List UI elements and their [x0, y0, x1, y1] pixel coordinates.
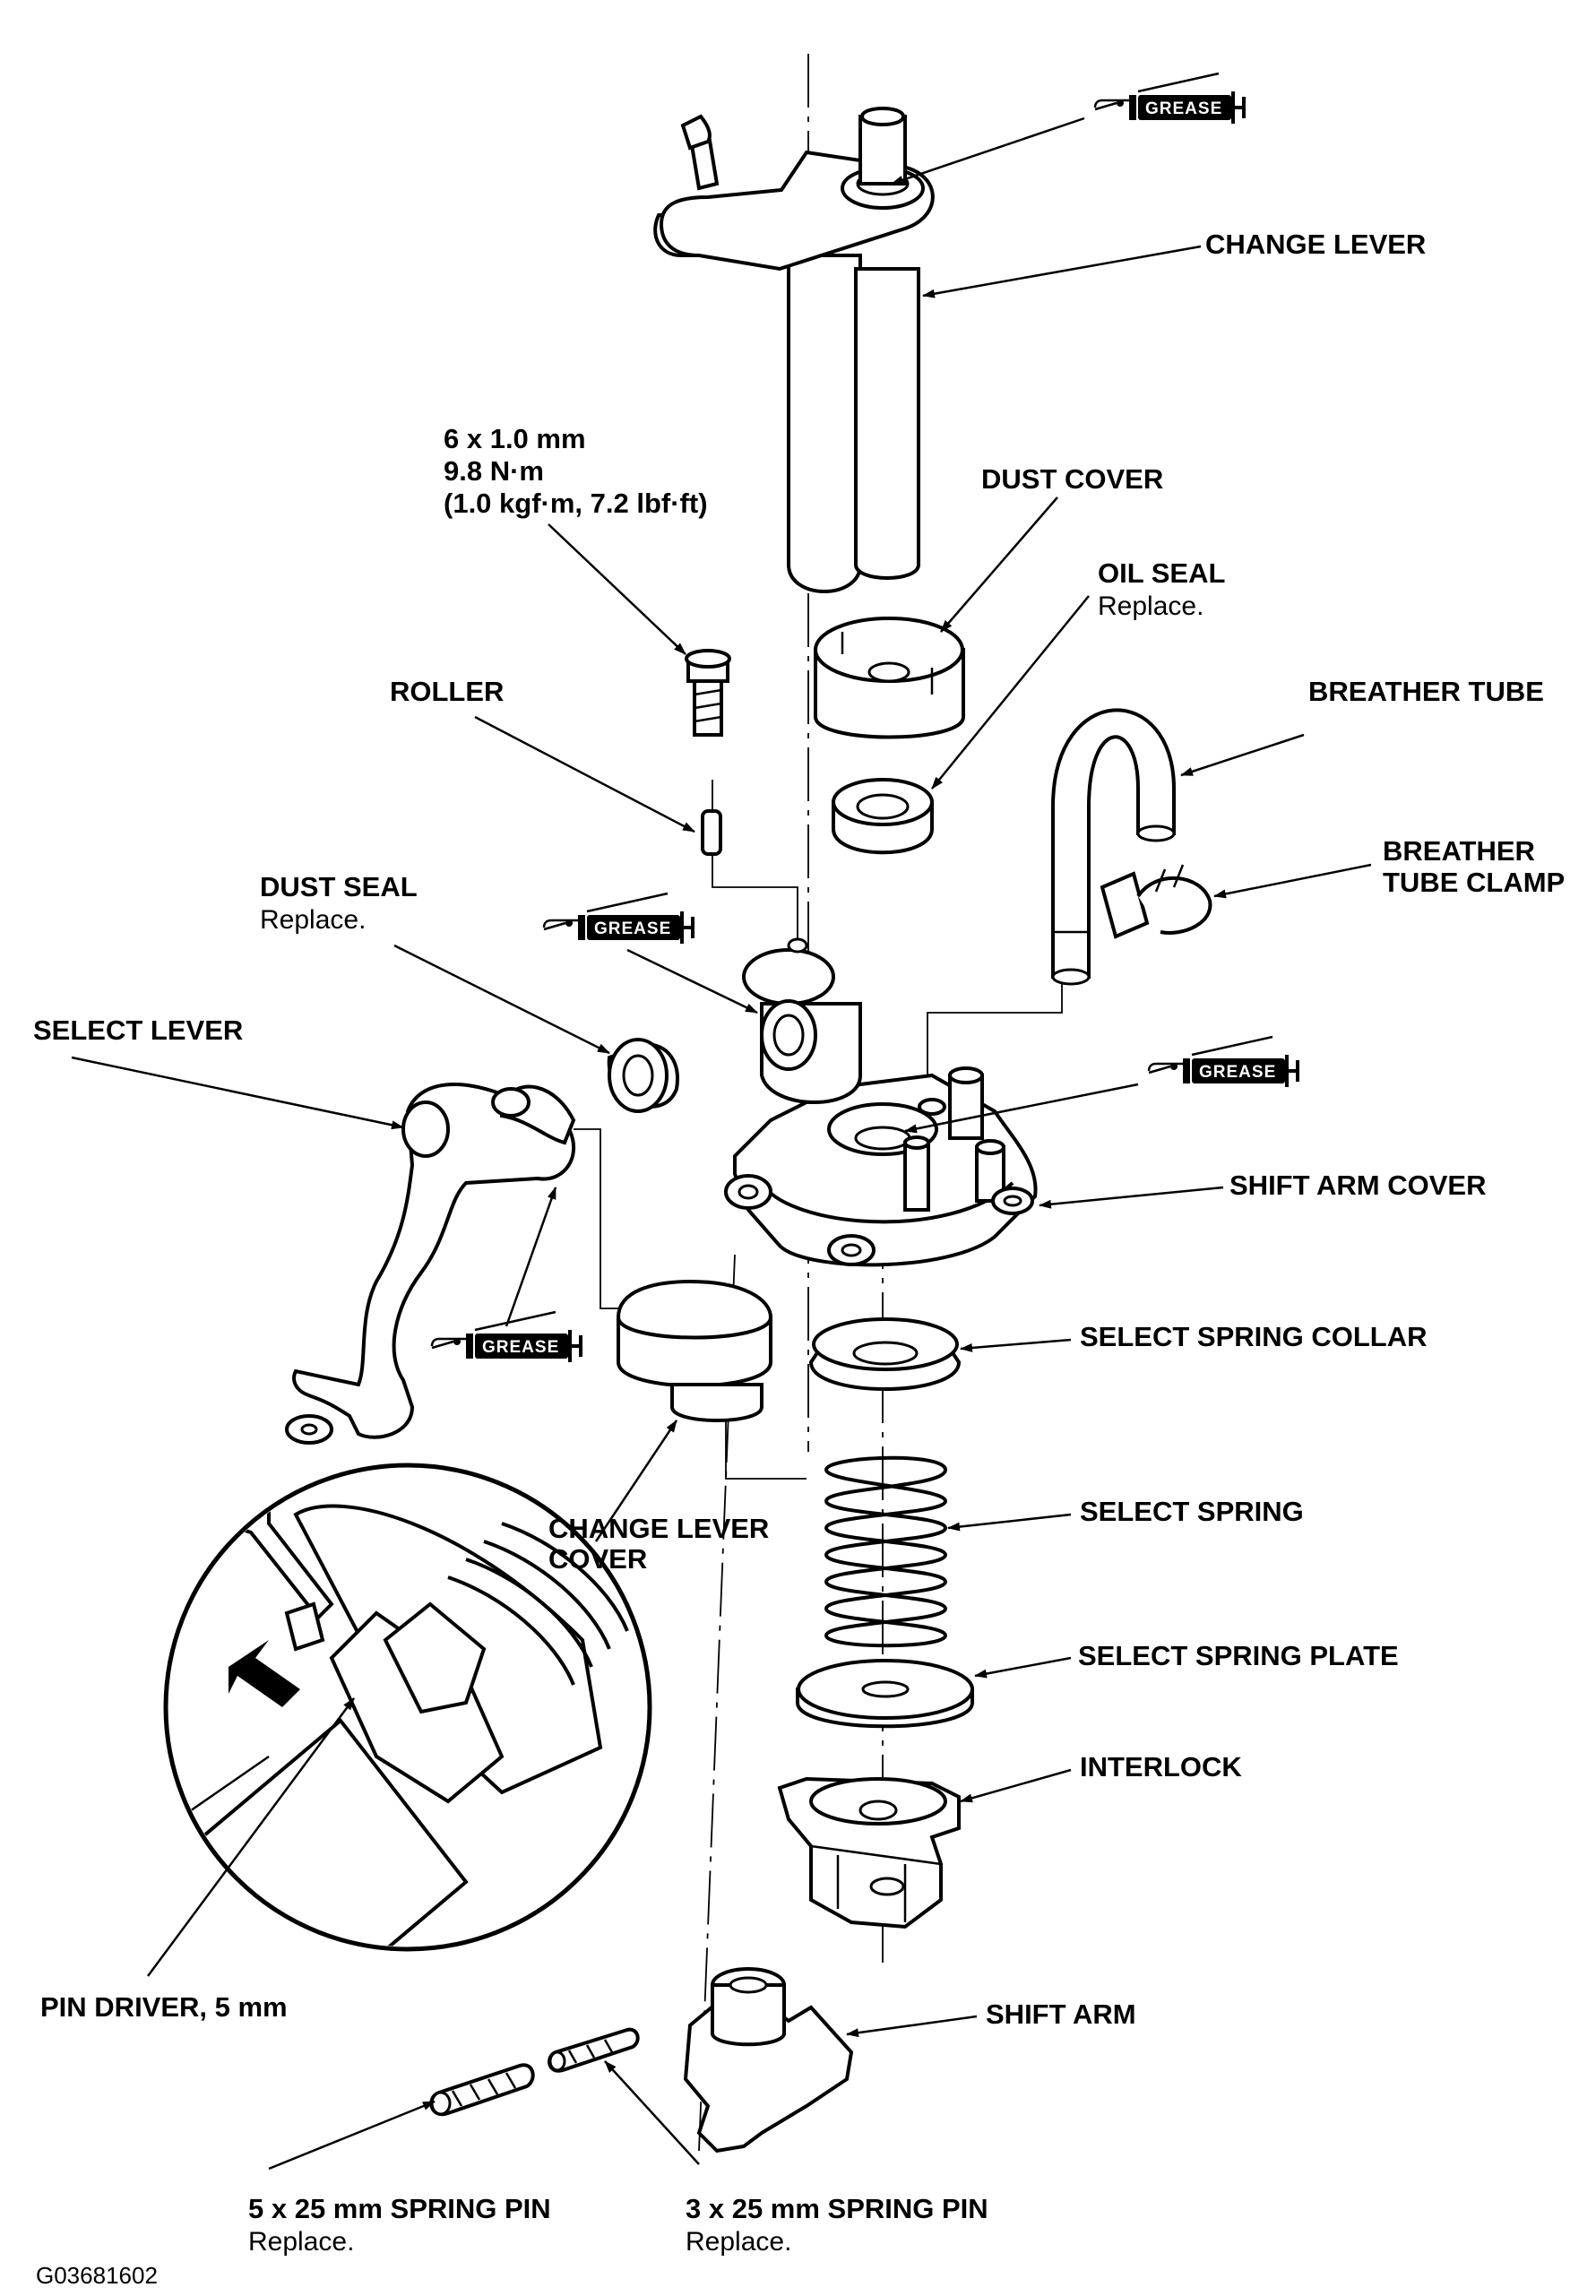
grease-tube-icon: GREASE [1093, 72, 1246, 125]
svg-text:CHANGE LEVER: CHANGE LEVER [548, 1513, 769, 1544]
oil-seal-part [832, 778, 934, 855]
svg-text:Replace.: Replace. [1098, 591, 1203, 621]
label-dust-cover: DUST COVER [981, 463, 1163, 495]
label-select-lever: SELECT LEVER [33, 1014, 243, 1046]
svg-text:BREATHER: BREATHER [1383, 835, 1535, 867]
grease-tube-icon: GREASE [430, 1310, 582, 1364]
shift-arm-cover-part [724, 937, 1038, 1267]
spring-pin-3-part [548, 2027, 640, 2073]
label-spring-pin-5: 5 x 25 mm SPRING PIN Replace. [248, 2193, 551, 2257]
label-breather-tube: BREATHER TUBE [1308, 676, 1544, 707]
svg-text:GREASE: GREASE [1145, 99, 1222, 118]
interlock-part [777, 1776, 961, 1929]
leader-lines [71, 117, 1372, 2171]
grease-tube-icon: GREASE [1147, 1035, 1299, 1089]
svg-text:(1.0 kgf·m, 7.2 lbf·ft): (1.0 kgf·m, 7.2 lbf·ft) [444, 488, 708, 519]
label-select-spring-plate: SELECT SPRING PLATE [1078, 1640, 1399, 1671]
label-interlock: INTERLOCK [1080, 1751, 1242, 1782]
change-lever-cover-part [616, 1279, 773, 1422]
svg-text:GREASE: GREASE [594, 919, 671, 938]
label-shift-arm: SHIFT ARM [986, 1998, 1136, 2030]
select-spring-plate-part [796, 1659, 974, 1729]
label-select-spring: SELECT SPRING [1080, 1496, 1304, 1527]
svg-text:Replace.: Replace. [260, 905, 366, 935]
label-shift-arm-cover: SHIFT ARM COVER [1229, 1170, 1486, 1201]
grease-tube-icon: GREASE [542, 892, 694, 945]
spring-pin-5-part [429, 2063, 535, 2117]
svg-text:GREASE: GREASE [1199, 1063, 1276, 1082]
roller-part [701, 809, 722, 856]
dust-cover-part [814, 617, 965, 739]
breather-tube-part [1051, 708, 1176, 986]
select-spring-part [824, 1455, 948, 1648]
svg-text:9.8 N·m: 9.8 N·m [444, 455, 544, 487]
label-change-lever-cover: CHANGE LEVER COVER [548, 1513, 769, 1575]
svg-text:5 x 25 mm SPRING PIN: 5 x 25 mm SPRING PIN [248, 2193, 551, 2224]
svg-text:OIL SEAL: OIL SEAL [1098, 557, 1225, 589]
select-spring-collar-part [808, 1317, 962, 1391]
label-dust-seal: DUST SEAL Replace. [260, 871, 418, 935]
label-select-spring-collar: SELECT SPRING COLLAR [1080, 1321, 1428, 1352]
figure-code: G03681602 [36, 2262, 158, 2289]
label-spring-pin-3: 3 x 25 mm SPRING PIN Replace. [686, 2193, 988, 2257]
svg-text:Replace.: Replace. [686, 2227, 791, 2257]
dust-seal-part [607, 1038, 679, 1113]
svg-text:Replace.: Replace. [248, 2227, 354, 2257]
label-pin-driver: PIN DRIVER, 5 mm [40, 1991, 288, 2023]
svg-text:DUST SEAL: DUST SEAL [260, 871, 418, 902]
label-roller: ROLLER [390, 676, 504, 707]
change-lever-part [653, 107, 935, 594]
label-change-lever: CHANGE LEVER [1205, 229, 1426, 260]
svg-text:3 x 25 mm SPRING PIN: 3 x 25 mm SPRING PIN [686, 2193, 988, 2224]
bolt-part [685, 649, 731, 737]
label-bolt-spec: 6 x 1.0 mm 9.8 N·m (1.0 kgf·m, 7.2 lbf·f… [444, 423, 708, 519]
label-oil-seal: OIL SEAL Replace. [1098, 557, 1225, 621]
breather-tube-clamp-part [1100, 864, 1212, 939]
svg-text:6 x 1.0 mm: 6 x 1.0 mm [444, 423, 586, 454]
svg-text:GREASE: GREASE [482, 1338, 559, 1357]
svg-text:COVER: COVER [548, 1543, 647, 1575]
label-breather-tube-clamp: BREATHER TUBE CLAMP [1383, 835, 1565, 898]
select-lever-part [285, 1083, 576, 1445]
arrow-icon [229, 1640, 300, 1707]
shift-arm-part [683, 1967, 854, 2154]
svg-text:TUBE CLAMP: TUBE CLAMP [1383, 867, 1565, 898]
